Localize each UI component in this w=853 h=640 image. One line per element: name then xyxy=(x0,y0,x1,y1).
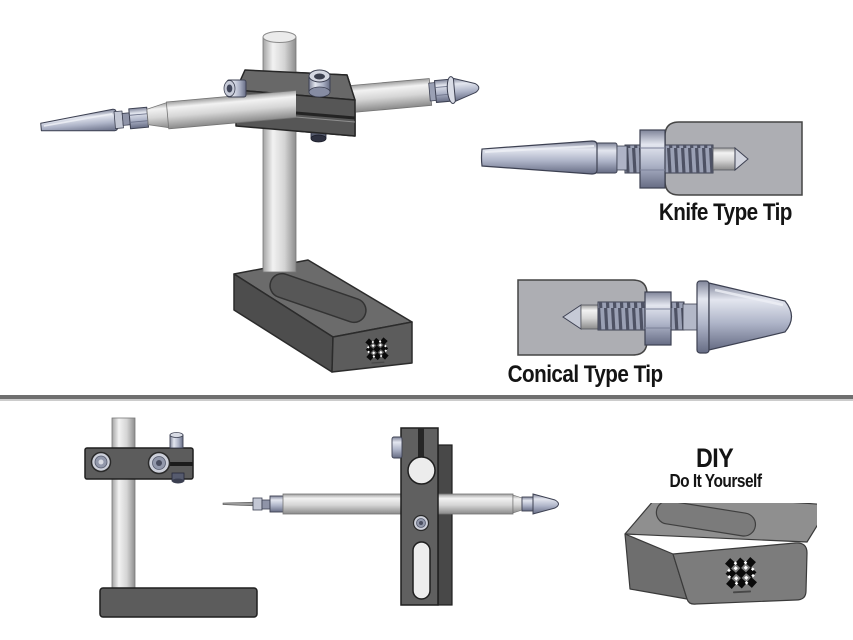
diy-subtitle: Do It Yourself xyxy=(669,471,761,491)
shaft-point xyxy=(734,146,749,172)
clamp-split-slot xyxy=(167,462,193,466)
knife-tip-illustration xyxy=(480,121,803,196)
diy-base-block-illustration xyxy=(624,503,817,605)
bracket-split-slot xyxy=(418,428,424,459)
tool-body-right xyxy=(349,78,433,113)
hex-locknut xyxy=(639,129,666,189)
arm-bottom-screw xyxy=(171,472,185,484)
scriber-tool xyxy=(40,76,480,132)
bracket-side-screw xyxy=(391,436,403,459)
post-hole xyxy=(407,456,436,485)
stand-post xyxy=(262,31,297,273)
knife-blade xyxy=(480,140,598,175)
base-slot xyxy=(655,503,757,537)
stand-side-view-illustration xyxy=(84,417,258,618)
adjustment-slot xyxy=(412,541,431,600)
scriber-tool xyxy=(222,493,514,515)
bracket-front-view-illustration xyxy=(222,427,559,606)
blade-collar xyxy=(594,142,618,174)
collet-nut xyxy=(128,106,149,130)
arm-screw-left xyxy=(90,451,112,473)
knife-tip-label: Knife Type Tip xyxy=(658,199,792,226)
clamp-side-screw xyxy=(223,79,247,98)
conical-tip xyxy=(452,77,480,102)
conical-tip xyxy=(708,282,793,351)
main-assembly-illustration xyxy=(40,31,480,373)
section-divider xyxy=(0,395,853,399)
clamp-top-screw xyxy=(308,69,331,98)
cone-flange xyxy=(696,280,710,354)
conical-tip-label: Conical Type Tip xyxy=(507,361,664,388)
base-block xyxy=(624,503,817,605)
collet-nut xyxy=(269,495,285,513)
arm-screw-right xyxy=(147,451,171,475)
bracket-side-plate xyxy=(437,444,453,606)
stand-base xyxy=(99,587,258,618)
hex-locknut xyxy=(644,291,672,346)
conical-tip-illustration xyxy=(517,279,793,356)
needle-tip xyxy=(222,501,254,507)
base-slot xyxy=(269,272,367,324)
arm-top-screw xyxy=(169,432,184,449)
knife-blade xyxy=(40,108,118,132)
diy-title: DIY xyxy=(696,443,734,473)
bracket-screw xyxy=(412,514,430,532)
tool-body xyxy=(282,493,514,515)
stand-base xyxy=(233,259,413,373)
stand-post xyxy=(111,417,136,594)
conical-tip xyxy=(532,493,559,515)
